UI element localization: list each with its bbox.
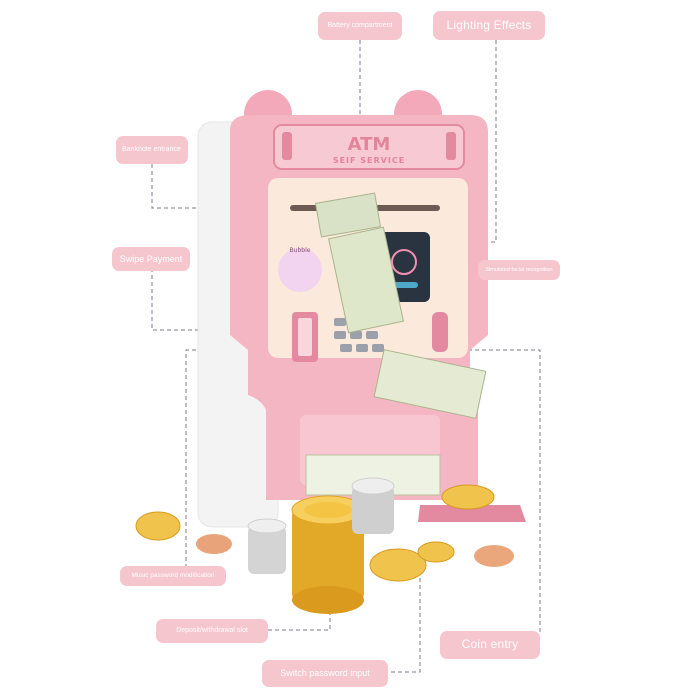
atm-title: ATM: [348, 134, 391, 155]
banknote-out: [373, 349, 487, 419]
coin-loose-1: [135, 511, 181, 541]
banknote-middle: [328, 226, 404, 334]
coin-slot: [432, 312, 448, 352]
label-banknote-entrance: Banknote entrance: [116, 136, 188, 164]
banknote-top: [314, 192, 382, 238]
coin-loose-3: [369, 548, 427, 582]
label-lighting-effects: Lighting Effects: [433, 11, 545, 40]
line-switch: [384, 560, 421, 673]
sticker-text: Bubble: [290, 247, 311, 254]
card: [298, 318, 312, 356]
label-music-password: Music password modification: [120, 566, 226, 586]
label-battery-compartment: Battery compartment: [318, 12, 402, 40]
coin-loose-2: [196, 534, 232, 554]
label-coin-entry: Coin entry: [440, 631, 540, 659]
deposit-tray: [418, 505, 526, 522]
atm-subtitle: SEIF SERVICE: [333, 156, 405, 165]
line-coin: [420, 349, 541, 632]
label-switch-password: Switch password input: [262, 660, 388, 687]
line-music: [185, 349, 226, 575]
label-swipe-payment: Swipe Payment: [112, 247, 190, 271]
face-bar: [392, 282, 418, 288]
coin-stack-silver: [247, 477, 395, 574]
coin-loose-4: [417, 541, 455, 563]
atm-header-light-left: [282, 132, 292, 160]
atm-header: [273, 124, 465, 170]
coin-stack-gold: [291, 495, 365, 614]
atm-header-light-right: [446, 132, 456, 160]
coin-loose-5: [441, 484, 495, 510]
label-facial-recognition: Simulated facial recognition: [478, 260, 560, 280]
sticker-bubble: [278, 248, 322, 292]
label-deposit-slot: Deposit/withdrawal slot: [156, 619, 268, 643]
face-circle: [391, 249, 417, 275]
coin-loose-6: [474, 545, 514, 567]
